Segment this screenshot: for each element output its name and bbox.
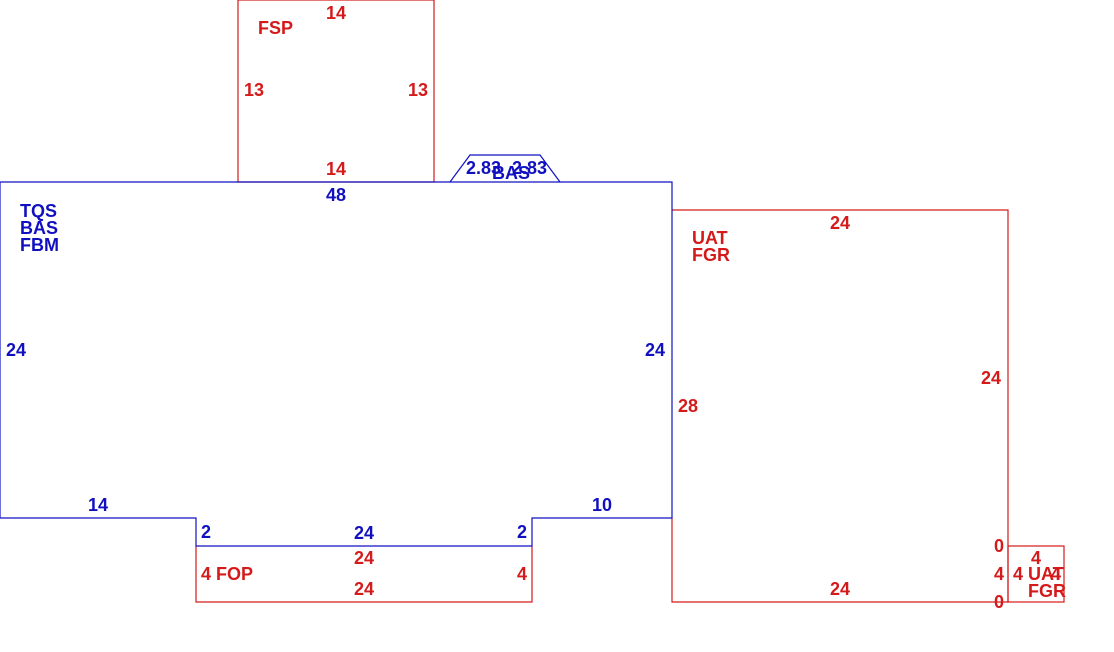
main-area-outline [0,181,673,547]
main-bottom-left-dimension: 14 [88,495,108,515]
bay-left-dimension: 2.83 [466,158,501,178]
small-zero-bottom: 0 [994,592,1004,612]
garage-left-dimension: 28 [678,396,698,416]
fsp-top-dimension: 14 [326,3,346,23]
garage-right-dimension: 24 [981,368,1001,388]
fsp-bottom-dimension: 14 [326,159,346,179]
main-notch-left-dimension: 2 [201,522,211,542]
fop-top-dimension: 24 [354,548,374,568]
main-code-3: FBM [20,235,59,255]
small-code-1: UAT [1028,564,1064,584]
main-code-1: TQS [20,201,57,221]
small-area-outline [1007,545,1065,603]
bay-code: BAS [492,163,530,183]
fop-bottom-dimension: 24 [354,579,374,599]
small-left-dimension: 4 [1013,564,1023,584]
garage-top-dimension: 24 [830,213,850,233]
main-top-dimension: 48 [326,185,346,205]
fsp-code: FSP [258,18,293,38]
small-code-2: FGR [1028,581,1066,601]
garage-code-2: FGR [692,245,730,265]
fsp-right-dimension: 13 [408,80,428,100]
fop-left-dimension: 4 [201,564,211,584]
main-notch-bottom-dimension: 24 [354,523,374,543]
main-code-2: BAS [20,218,58,238]
fop-code: FOP [216,564,253,584]
fop-outline [195,546,533,603]
main-bottom-right-dimension: 10 [592,495,612,515]
fsp-left-dimension: 13 [244,80,264,100]
main-notch-right-dimension: 2 [517,522,527,542]
garage-code-1: UAT [692,228,728,248]
garage-bottom-dimension: 24 [830,579,850,599]
garage-outline [671,209,1009,603]
small-left-outside-dimension: 4 [994,564,1004,584]
small-top-dimension: 4 [1031,548,1041,568]
bay-right-dimension: 2.83 [512,158,547,178]
main-left-dimension: 24 [6,340,26,360]
bay-outline [449,154,561,183]
small-zero-top: 0 [994,536,1004,556]
small-right-dimension: 4 [1051,564,1061,584]
fop-right-dimension: 4 [517,564,527,584]
main-right-dimension: 24 [645,340,665,360]
